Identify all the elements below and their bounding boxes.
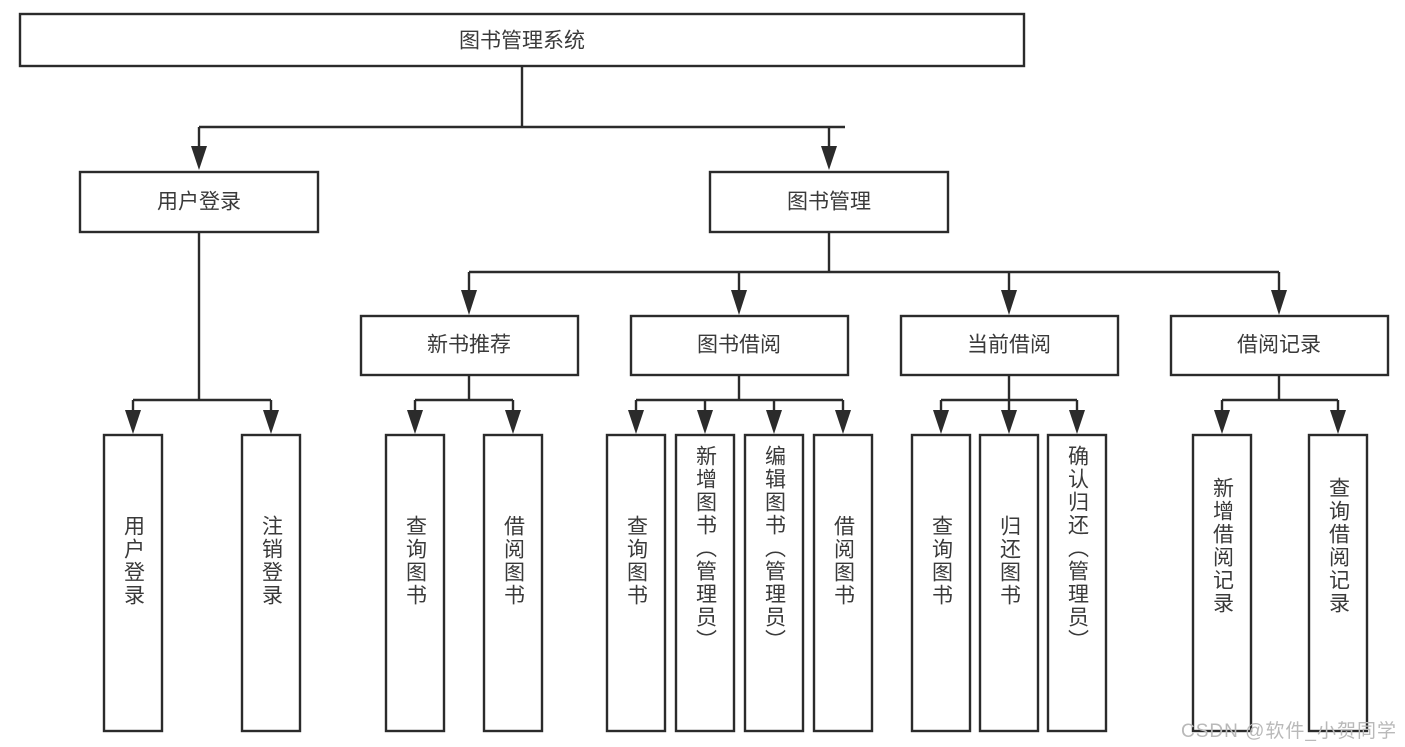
node-user-login[interactable] — [78, 170, 320, 234]
node-leaf-borrow-book-2[interactable] — [812, 433, 874, 733]
node-leaf-add-record[interactable] — [1191, 433, 1253, 733]
node-book-borrow[interactable] — [629, 314, 850, 377]
arrowhead-leaf-borrow-book-1 — [505, 410, 521, 434]
node-leaf-query-book-1[interactable] — [384, 433, 446, 733]
node-leaf-borrow-book-1[interactable] — [482, 433, 544, 733]
arrowhead-leaf-query-record — [1330, 410, 1346, 434]
node-user-login-label: 用户登录 — [157, 191, 241, 214]
node-current-borrow-label: 当前借阅 — [967, 334, 1051, 357]
node-leaf-edit-book[interactable] — [743, 433, 805, 733]
node-leaf-confirm-return[interactable] — [1046, 433, 1108, 733]
arrowhead-leaf-borrow-book-2 — [835, 410, 851, 434]
node-book-manage[interactable] — [708, 170, 950, 234]
node-book-manage-label: 图书管理 — [787, 191, 871, 214]
node-current-borrow[interactable] — [899, 314, 1120, 377]
arrowhead-current-borrow — [1001, 290, 1017, 315]
node-leaf-user-logout[interactable] — [240, 433, 302, 733]
arrowhead-leaf-query-book-3 — [933, 410, 949, 434]
arrowhead-borrow-record — [1271, 290, 1287, 315]
arrowhead-new-book-recommend — [461, 290, 477, 315]
connector-group-current-borrow — [933, 375, 1085, 434]
node-leaf-return-book[interactable] — [978, 433, 1040, 733]
arrowhead-leaf-user-login — [125, 410, 141, 434]
connector-group-book-borrow — [628, 375, 851, 434]
connector-group-borrow-record — [1214, 375, 1346, 434]
connector-group-book-manage — [461, 232, 1287, 315]
arrowhead-book-borrow — [731, 290, 747, 315]
arrowhead-leaf-query-book-2 — [628, 410, 644, 434]
node-borrow-record-label: 借阅记录 — [1237, 334, 1321, 357]
node-root[interactable] — [18, 12, 1026, 68]
arrowhead-leaf-confirm-return — [1069, 410, 1085, 434]
arrowhead-leaf-add-book — [697, 410, 713, 434]
arrowhead-user-login — [191, 146, 207, 170]
node-leaf-add-book[interactable] — [674, 433, 736, 733]
node-root-label: 图书管理系统 — [459, 30, 585, 53]
node-book-borrow-label: 图书借阅 — [697, 334, 781, 357]
node-new-book-recommend-label: 新书推荐 — [427, 334, 511, 357]
arrowhead-book-manage — [821, 146, 837, 170]
node-leaf-user-login[interactable] — [102, 433, 164, 733]
arrowhead-leaf-return-book — [1001, 410, 1017, 434]
connector-group-new-book-recommend — [407, 375, 521, 434]
node-new-book-recommend[interactable] — [359, 314, 580, 377]
arrowhead-leaf-edit-book — [766, 410, 782, 434]
arrowhead-leaf-query-book-1 — [407, 410, 423, 434]
arrowhead-leaf-add-record — [1214, 410, 1230, 434]
node-leaf-query-record[interactable] — [1307, 433, 1369, 733]
arrowhead-leaf-user-logout — [263, 410, 279, 434]
node-leaf-query-book-3[interactable] — [910, 433, 972, 733]
node-leaf-query-book-2[interactable] — [605, 433, 667, 733]
node-borrow-record[interactable] — [1169, 314, 1390, 377]
csdn-watermark: CSDN @软件_小贺同学 — [1181, 721, 1397, 742]
connector-group-user-login — [125, 232, 279, 434]
connector-group-root — [191, 66, 845, 170]
